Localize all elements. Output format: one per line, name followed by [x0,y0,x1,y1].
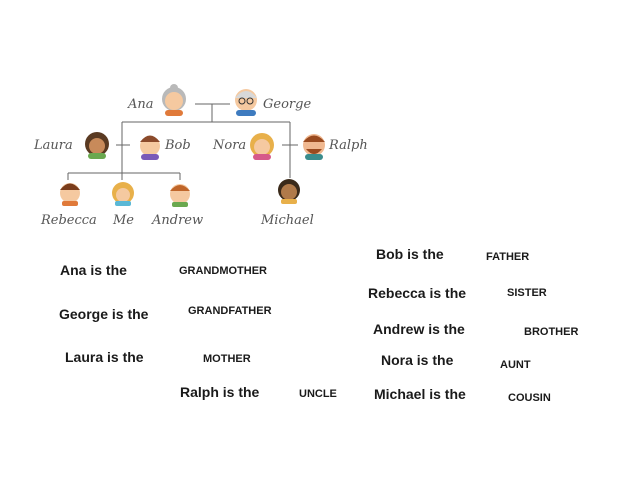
word-cousin[interactable]: COUSIN [508,392,551,404]
phrase-george: George is the [59,306,149,322]
avatar-george [235,89,257,116]
avatar-ana [162,84,186,116]
word-sister[interactable]: SISTER [507,287,547,299]
avatar-ralph [303,134,325,160]
phrase-michael: Michael is the [374,386,466,402]
avatar-laura [85,132,109,159]
tree-connectors [67,103,298,180]
tree-name-george: George [263,97,311,112]
word-grandmother[interactable]: GRANDMOTHER [179,265,267,277]
avatar-rebecca [60,183,80,206]
avatar-bob [140,135,160,160]
phrase-ana: Ana is the [60,262,127,278]
phrase-bob: Bob is the [376,246,444,262]
word-mother[interactable]: MOTHER [203,353,251,365]
family-tree: Ana George Laura Bob Nora Ralph Rebecca … [33,84,368,228]
avatar-me [112,182,134,206]
word-brother[interactable]: BROTHER [524,326,579,338]
tree-name-andrew: Andrew [151,213,203,228]
tree-name-michael: Michael [260,213,314,228]
tree-name-me: Me [112,213,134,228]
phrase-laura: Laura is the [65,349,144,365]
tree-name-bob: Bob [164,138,191,153]
phrase-nora: Nora is the [381,352,454,368]
phrase-rebecca: Rebecca is the [368,285,467,301]
tree-name-ana: Ana [127,97,154,112]
avatar-michael [278,179,300,204]
tree-name-rebecca: Rebecca [40,213,97,228]
word-grandfather[interactable]: GRANDFATHER [188,305,272,317]
tree-name-laura: Laura [33,138,73,153]
tree-name-ralph: Ralph [328,138,368,153]
avatar-andrew [170,184,190,207]
phrase-andrew: Andrew is the [373,321,465,337]
word-uncle[interactable]: UNCLE [299,388,337,400]
phrase-ralph: Ralph is the [180,384,260,400]
tree-name-nora: Nora [212,138,246,153]
avatar-nora [250,133,274,160]
word-father[interactable]: FATHER [486,251,530,263]
word-aunt[interactable]: AUNT [500,359,531,371]
